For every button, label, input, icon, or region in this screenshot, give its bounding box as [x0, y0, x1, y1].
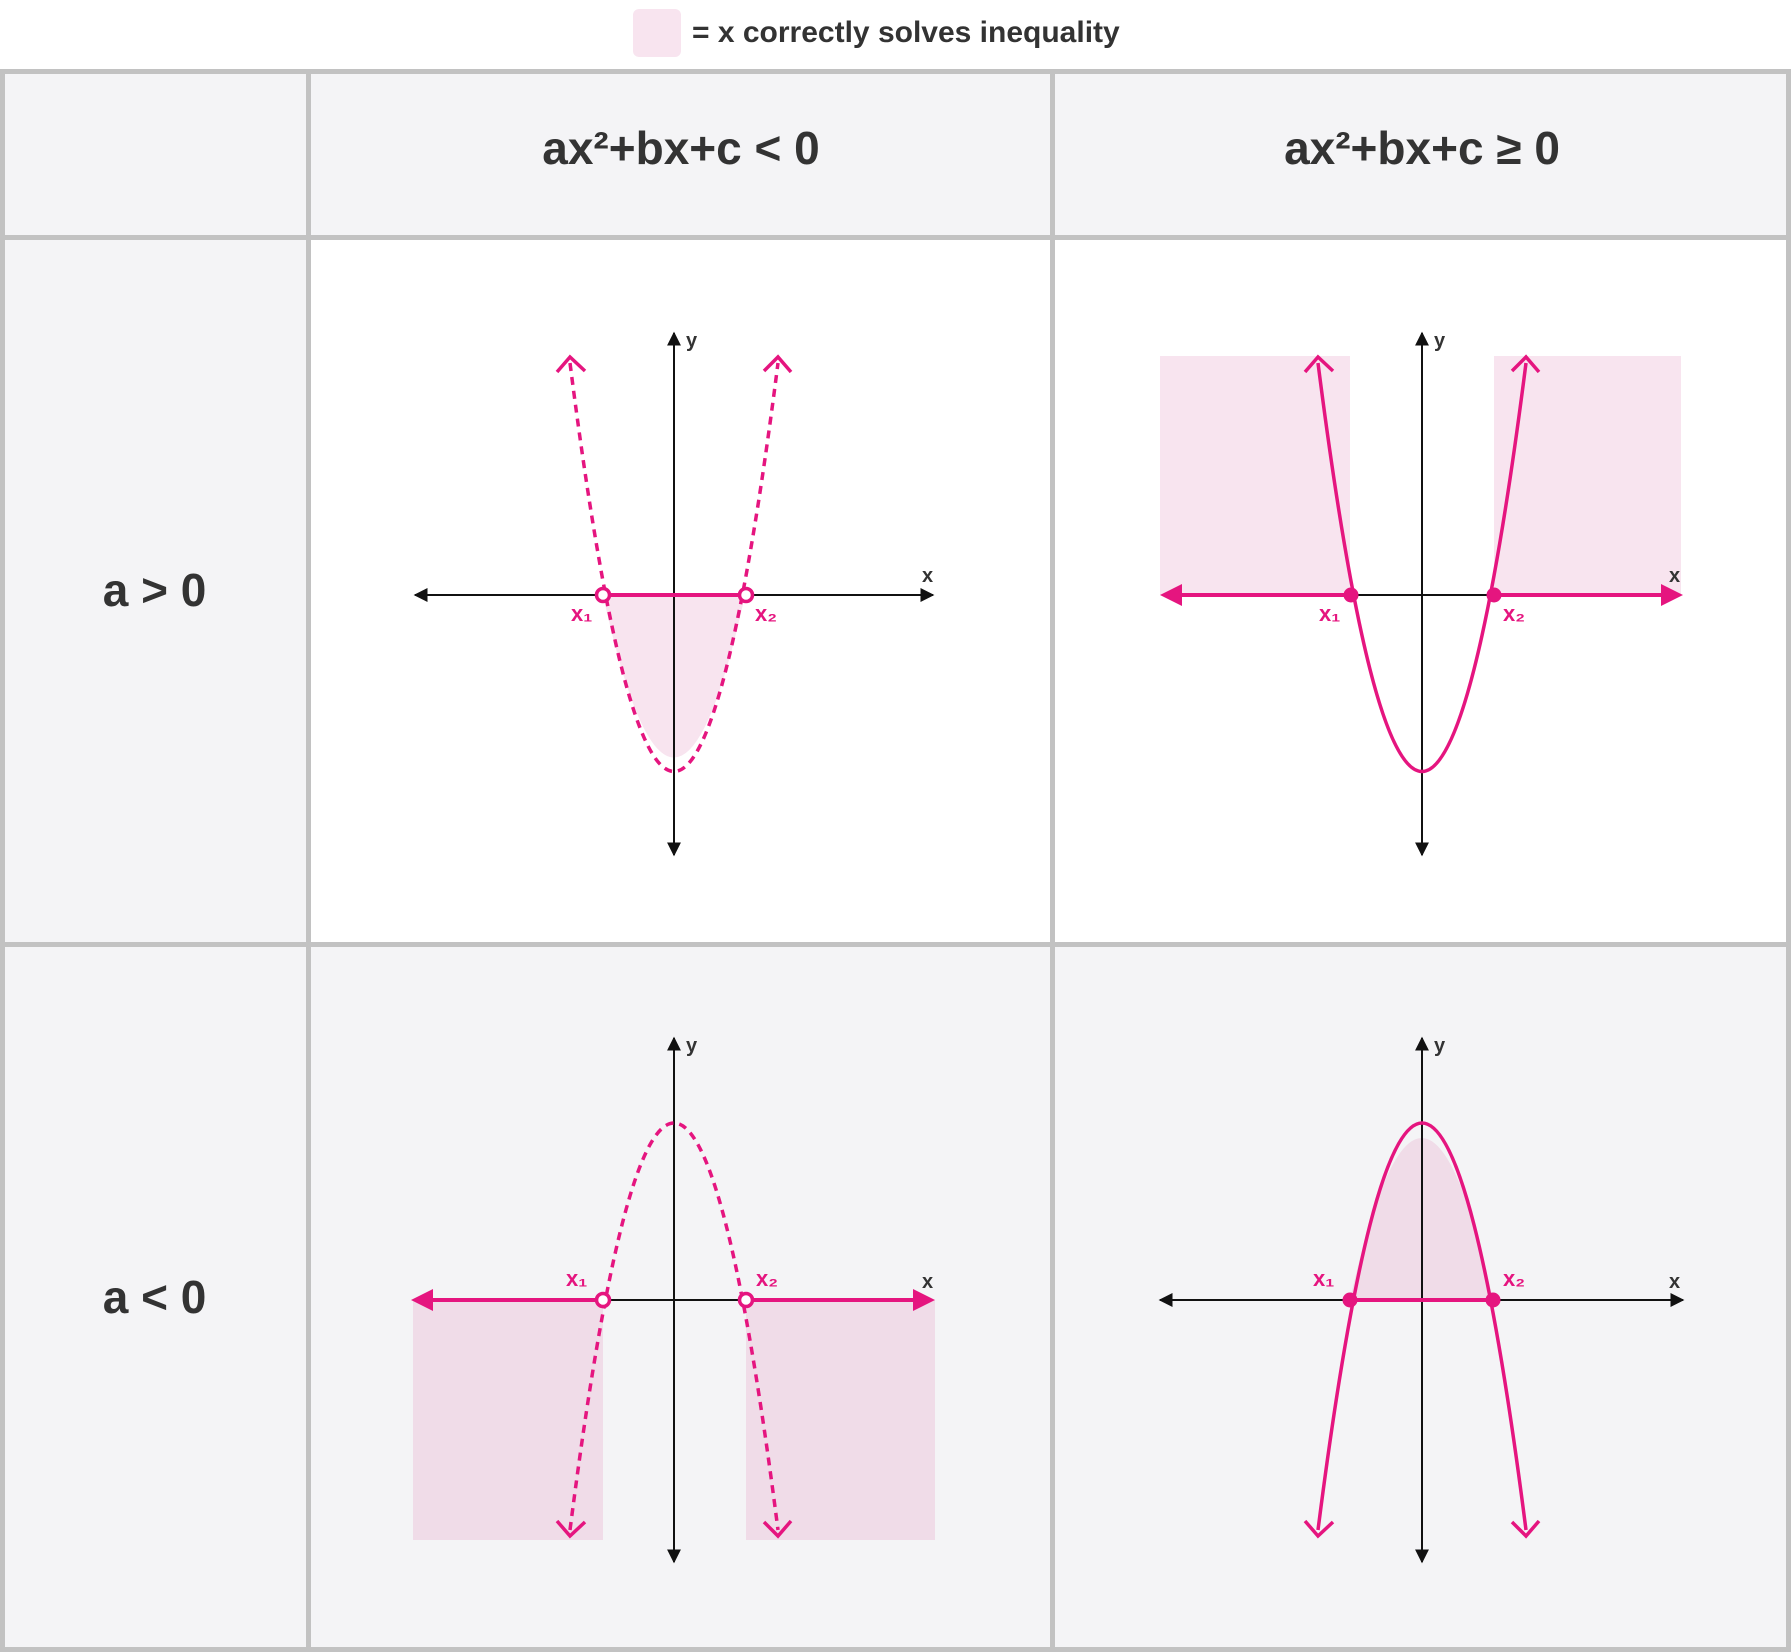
x-axis-label: x: [922, 1271, 933, 1293]
arrow-head-icon: [1510, 354, 1541, 374]
root-open-dot: [594, 1291, 612, 1309]
root-label-x1: x₁: [1319, 601, 1340, 626]
root-label-x1: x₁: [571, 601, 592, 626]
arrow-head-icon: [1510, 1519, 1541, 1539]
solution-region-left: [1160, 356, 1350, 595]
root-open-dot: [737, 586, 755, 604]
legend-text: = x correctly solves inequality: [692, 16, 1120, 49]
solution-region-right: [1494, 356, 1681, 595]
arrow-head-icon: [411, 1289, 433, 1311]
solution-region-left: [413, 1300, 603, 1540]
arrow-head-icon: [1303, 1519, 1335, 1539]
legend: = x correctly solves inequality: [633, 9, 1120, 57]
arrow-head-icon: [762, 1519, 793, 1539]
grid-line: [0, 69, 1791, 74]
header-cell-greater-equal: ax²+bx+c ≥ 0: [1053, 69, 1791, 237]
header-cell-less-than: ax²+bx+c < 0: [309, 69, 1053, 237]
root-filled-dot: [1485, 1292, 1501, 1308]
grid-line: [1050, 69, 1055, 1652]
arrow-head-icon: [1160, 584, 1182, 606]
row-label-a-negative: a < 0: [102, 1271, 207, 1323]
grid-line: [1786, 69, 1791, 1652]
parabola-solid: [1316, 362, 1528, 773]
graph-a-negative-less-than: x y x₁ x₂: [411, 1035, 935, 1564]
root-open-dot: [737, 1291, 755, 1309]
parabola-dashed: [568, 1121, 780, 1531]
graph-a-negative-greater-equal: x y x₁ x₂: [1158, 1035, 1685, 1564]
row-label-a-negative-cell: a < 0: [0, 944, 309, 1652]
row-label-a-positive-cell: a > 0: [0, 237, 309, 944]
arrow-head-icon: [1661, 584, 1683, 606]
x-axis-label: x: [922, 565, 933, 587]
arrow-head-icon: [913, 1289, 935, 1311]
root-label-x2: x₂: [755, 601, 777, 626]
root-open-dot: [594, 586, 612, 604]
root-label-x1: x₁: [1313, 1266, 1334, 1291]
solution-region-right: [746, 1300, 935, 1540]
row-label-cell-a-positive: [0, 237, 309, 944]
root-label-x2: x₂: [1503, 601, 1525, 626]
arrow-head-icon: [555, 1519, 587, 1539]
grid-line: [0, 235, 1791, 240]
root-label-x1: x₁: [566, 1266, 587, 1291]
y-axis-label: y: [1434, 1035, 1446, 1057]
grid-line: [306, 69, 311, 1652]
x-axis-label: x: [1669, 1271, 1680, 1293]
row-label-a-positive: a > 0: [102, 564, 207, 616]
root-filled-dot: [1486, 587, 1502, 603]
header-row: [0, 69, 1791, 237]
header-greater-equal: ax²+bx+c ≥ 0: [1284, 122, 1560, 174]
header-less-than: ax²+bx+c < 0: [542, 122, 820, 174]
graph-a-positive-less-than: x y x₁ x₂: [413, 330, 935, 857]
graph-a-positive-greater-equal: x y x₁ x₂: [1160, 330, 1683, 857]
arrow-head-icon: [555, 354, 587, 374]
x-axis-label: x: [1669, 565, 1680, 587]
y-axis-label: y: [1434, 330, 1446, 352]
arrow-head-icon: [1303, 354, 1335, 374]
root-filled-dot: [1342, 1292, 1358, 1308]
root-label-x2: x₂: [756, 1266, 778, 1291]
parabola-solid: [1316, 1121, 1528, 1531]
root-filled-dot: [1343, 587, 1359, 603]
root-label-x2: x₂: [1503, 1266, 1525, 1291]
y-axis-label: y: [686, 1035, 698, 1057]
grid-line: [0, 1647, 1791, 1652]
arrow-head-icon: [762, 354, 793, 374]
legend-swatch: [633, 9, 681, 57]
grid-line: [0, 69, 5, 1652]
y-axis-label: y: [686, 330, 698, 352]
grid-line: [0, 942, 1791, 947]
